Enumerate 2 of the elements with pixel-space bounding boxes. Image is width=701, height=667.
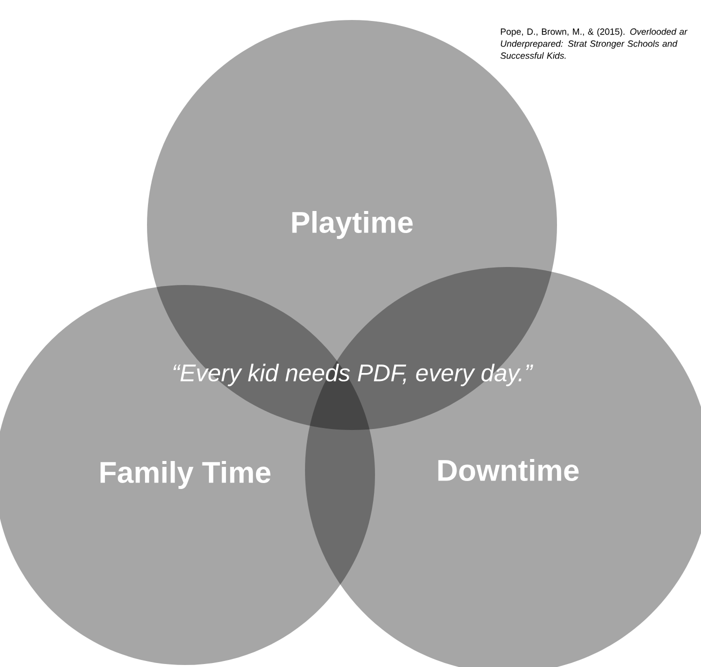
quote-text: “Every kid needs PDF, every day.”	[173, 364, 534, 386]
citation-text: Pope, D., Brown, M., & (2015). Overlooded ar Underprepared: Strat Stronger Schools and Successful Kids.	[500, 28, 688, 59]
